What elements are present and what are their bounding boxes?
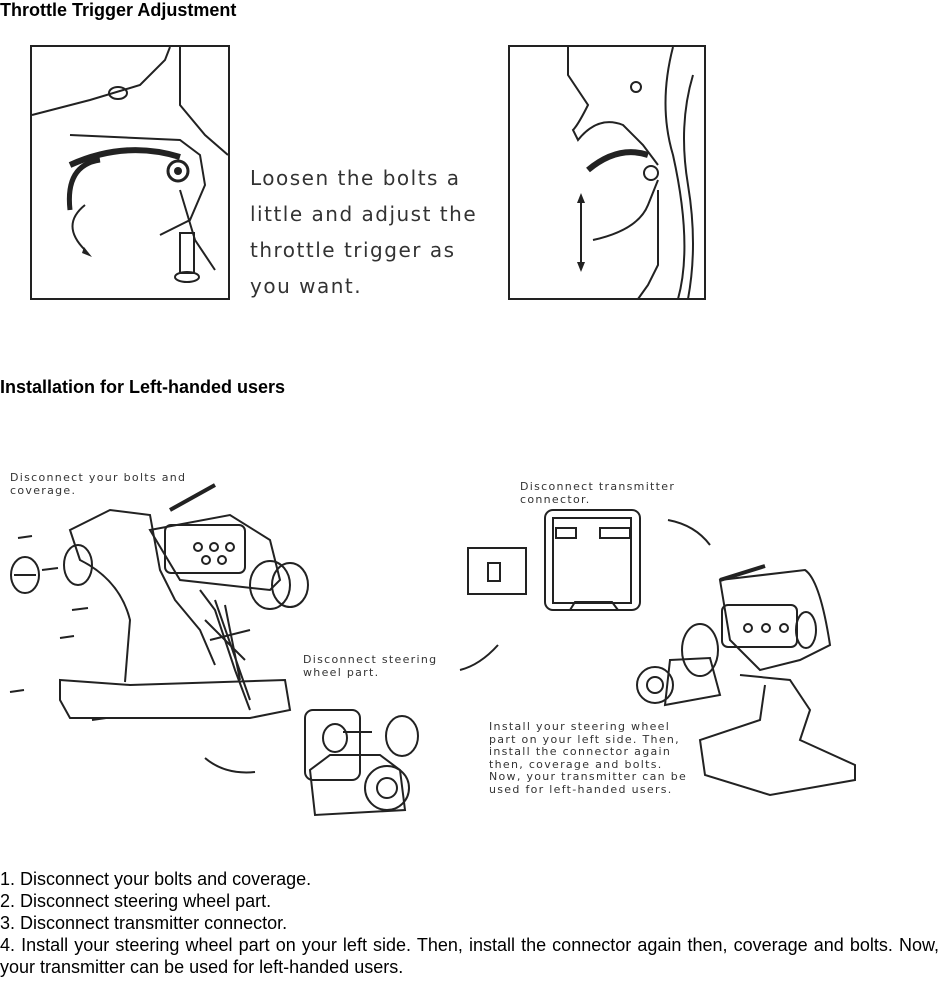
section-title-left-handed: Installation for Left-handed users	[0, 377, 286, 397]
throttle-adjust-illustration	[508, 45, 706, 300]
step-item: 3. Disconnect transmitter connector.	[0, 913, 288, 933]
callout-disconnect-connector: Disconnect transmitter connector.	[520, 480, 676, 506]
callout-line: wheel part.	[303, 665, 380, 679]
throttle-loosen-illustration	[30, 45, 230, 300]
transmitter-disassembly-drawing	[9, 483, 856, 817]
left-handed-illustration: Disconnect your bolts and coverage. Disc…	[0, 470, 939, 830]
callout-disconnect-steering: Disconnect steering wheel part.	[303, 653, 438, 679]
callout-install-left: Install your steering wheel part on your…	[489, 720, 688, 796]
caption-line: throttle trigger as	[250, 238, 456, 262]
callout-line: part on your left side. Then,	[489, 732, 680, 746]
section-title-throttle: Throttle Trigger Adjustment	[0, 0, 237, 20]
callout-line: Now, your transmitter can be	[489, 770, 688, 783]
trigger-range-drawing	[508, 45, 706, 300]
step-item: 2. Disconnect steering wheel part.	[0, 891, 272, 911]
step-item: 1. Disconnect your bolts and coverage.	[0, 869, 312, 889]
callout-line: Disconnect steering	[303, 653, 438, 666]
trigger-bolt-drawing	[30, 45, 230, 300]
step-item: 4. Install your steering wheel part on y…	[0, 935, 939, 977]
callout-line: connector.	[520, 492, 591, 506]
callout-line: Disconnect transmitter	[520, 480, 676, 493]
caption-line: Loosen the bolts a	[250, 166, 461, 190]
caption-line: you want.	[250, 274, 363, 298]
callout-line: Disconnect your bolts and	[10, 471, 187, 484]
callout-line: used for left-handed users.	[489, 782, 673, 796]
caption-line: little and adjust the	[250, 202, 478, 226]
throttle-caption: Loosen the bolts a little and adjust the…	[250, 160, 480, 304]
callout-line: then, coverage and bolts.	[489, 757, 663, 771]
callout-line: coverage.	[10, 483, 77, 497]
callout-line: install the connector again	[489, 745, 672, 758]
callout-disconnect-bolts: Disconnect your bolts and coverage.	[10, 471, 187, 497]
installation-steps: 1. Disconnect your bolts and coverage. 2…	[0, 868, 939, 978]
callout-line: Install your steering wheel	[489, 720, 671, 733]
